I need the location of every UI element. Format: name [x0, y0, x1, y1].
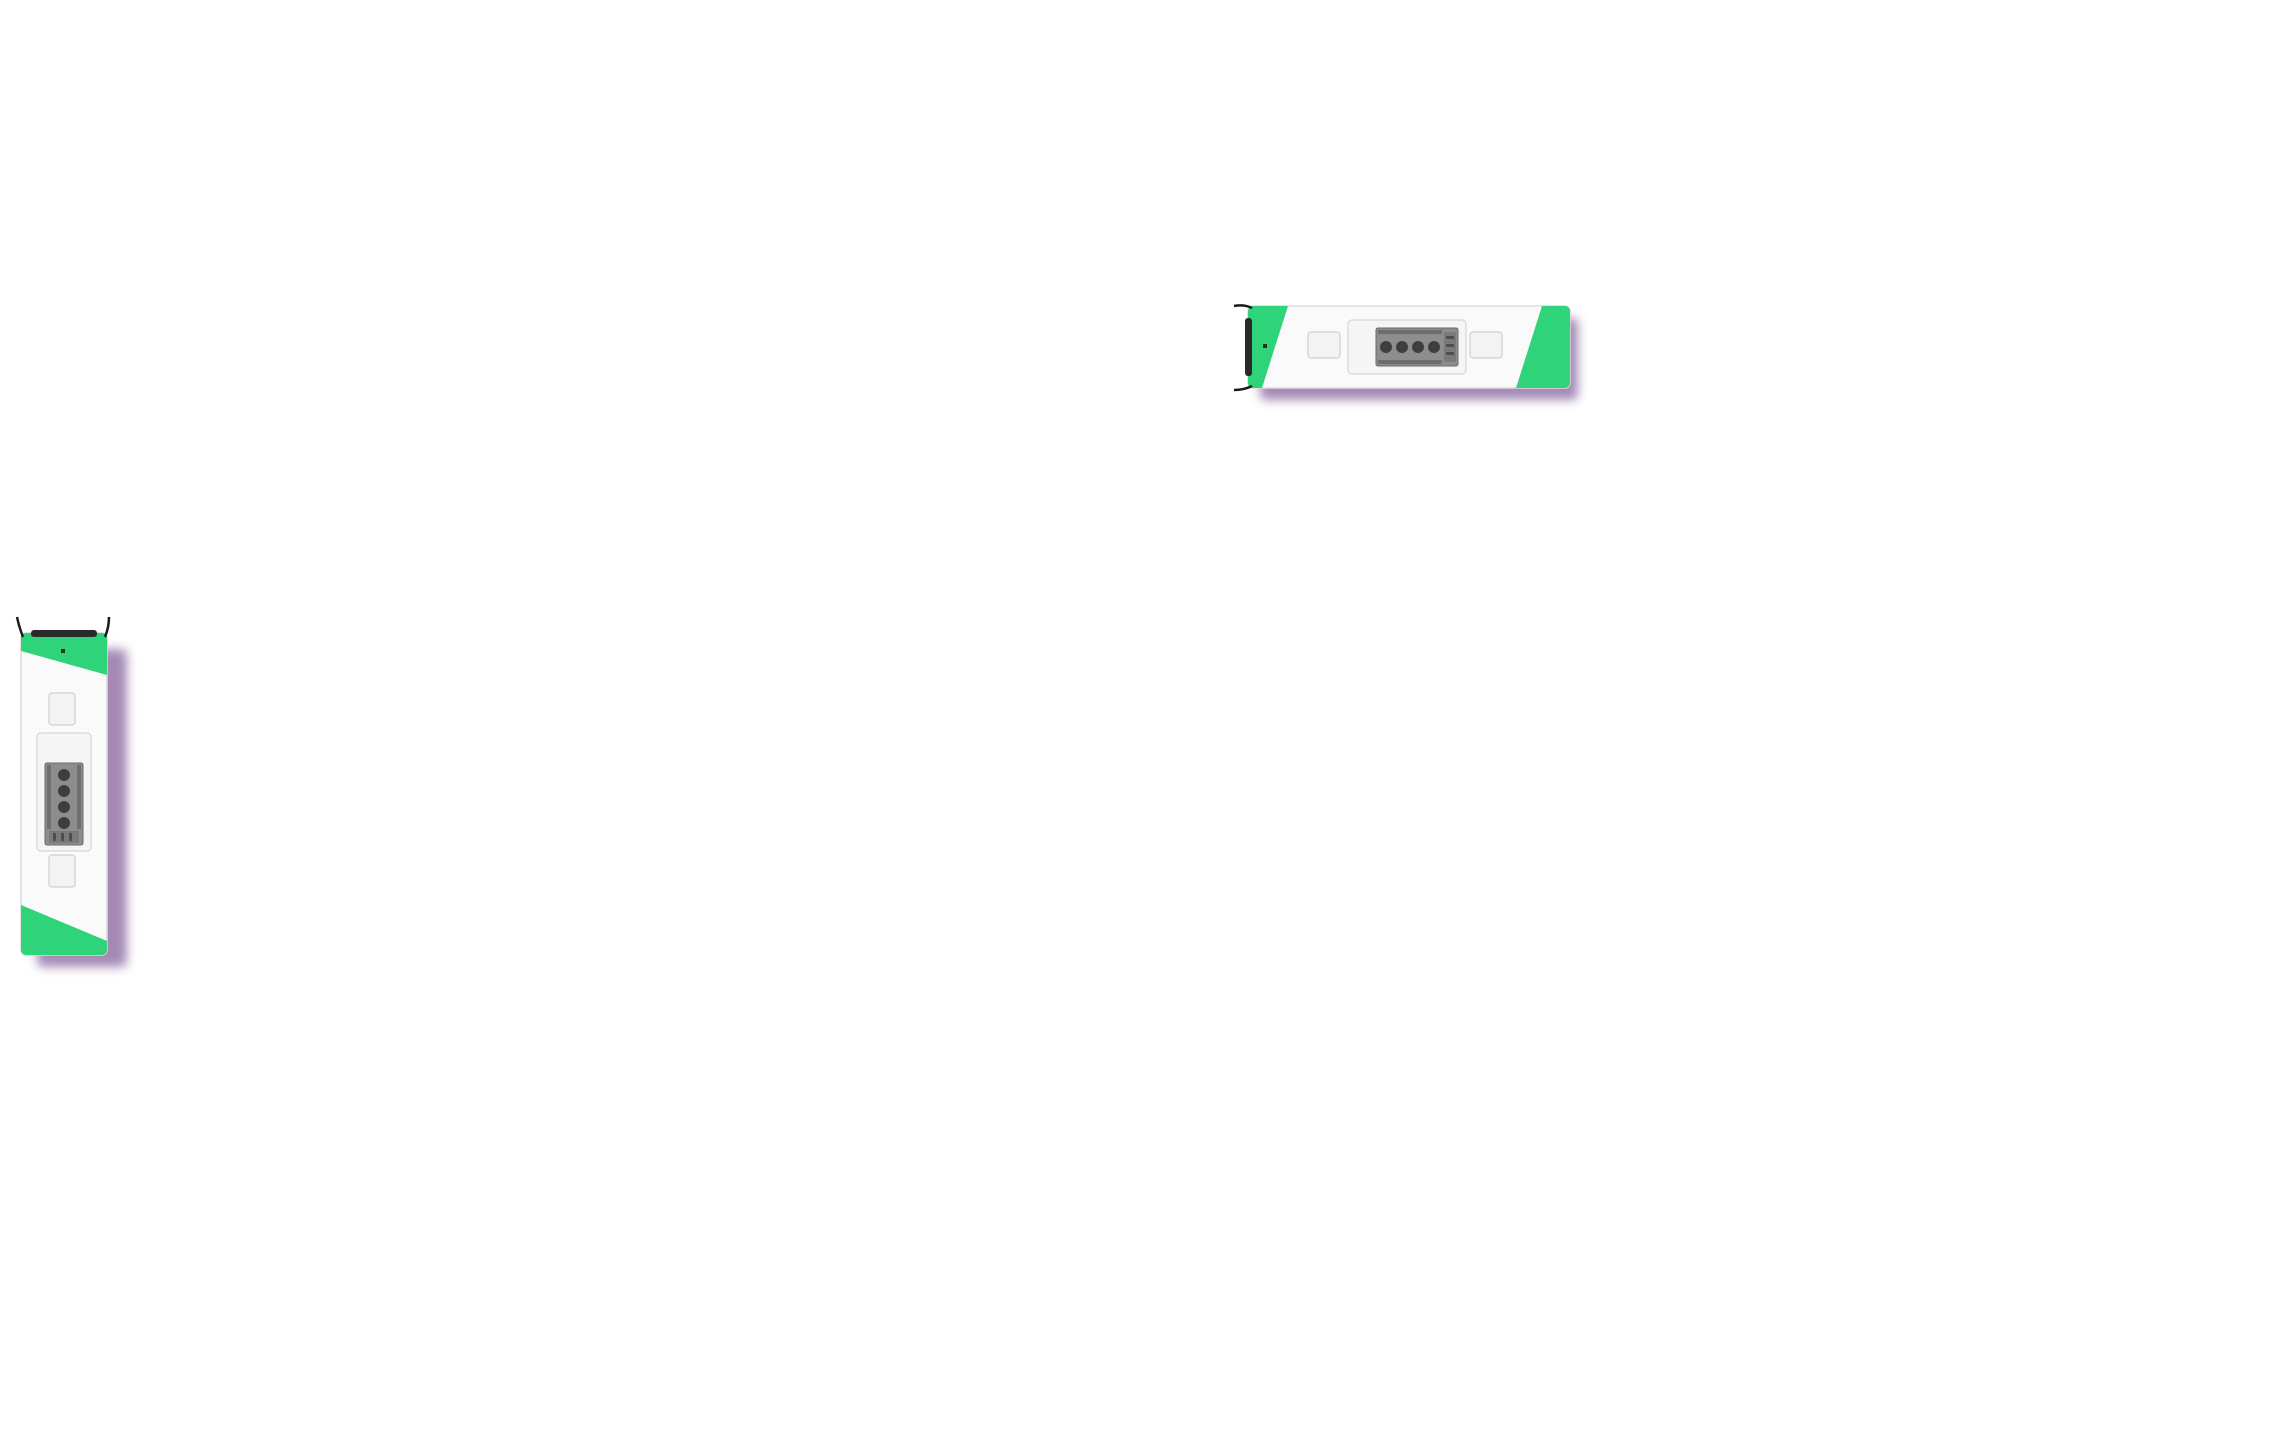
roof-hatch-front — [48, 692, 76, 726]
bus-front-stripe — [21, 633, 107, 675]
roof-hatch-front — [1307, 331, 1341, 359]
bus-front-bumper — [1245, 318, 1252, 376]
bus-icon — [1233, 304, 1578, 400]
bus-vertical[interactable] — [5, 615, 135, 975]
roof-hatch-rear — [1469, 331, 1503, 359]
bus-mirror-left — [15, 616, 25, 638]
bus-mirror-top — [1233, 304, 1253, 310]
roof-hatch-rear — [48, 854, 76, 888]
bus-front-marker — [61, 649, 65, 653]
rooftop-ac-unit-icon — [1375, 327, 1459, 367]
rooftop-ac-unit-icon — [44, 762, 84, 846]
bus-icon — [15, 616, 127, 967]
bus-front-stripe — [1248, 306, 1288, 388]
bus-front-bumper — [31, 630, 97, 637]
bus-rear-stripe — [21, 905, 107, 955]
bus-mirror-bottom — [1233, 384, 1253, 392]
bus-mirror-right — [103, 616, 111, 638]
bus-horizontal[interactable] — [1230, 300, 1580, 410]
bus-front-marker — [1263, 344, 1267, 348]
bus-rear-stripe — [1516, 306, 1570, 388]
